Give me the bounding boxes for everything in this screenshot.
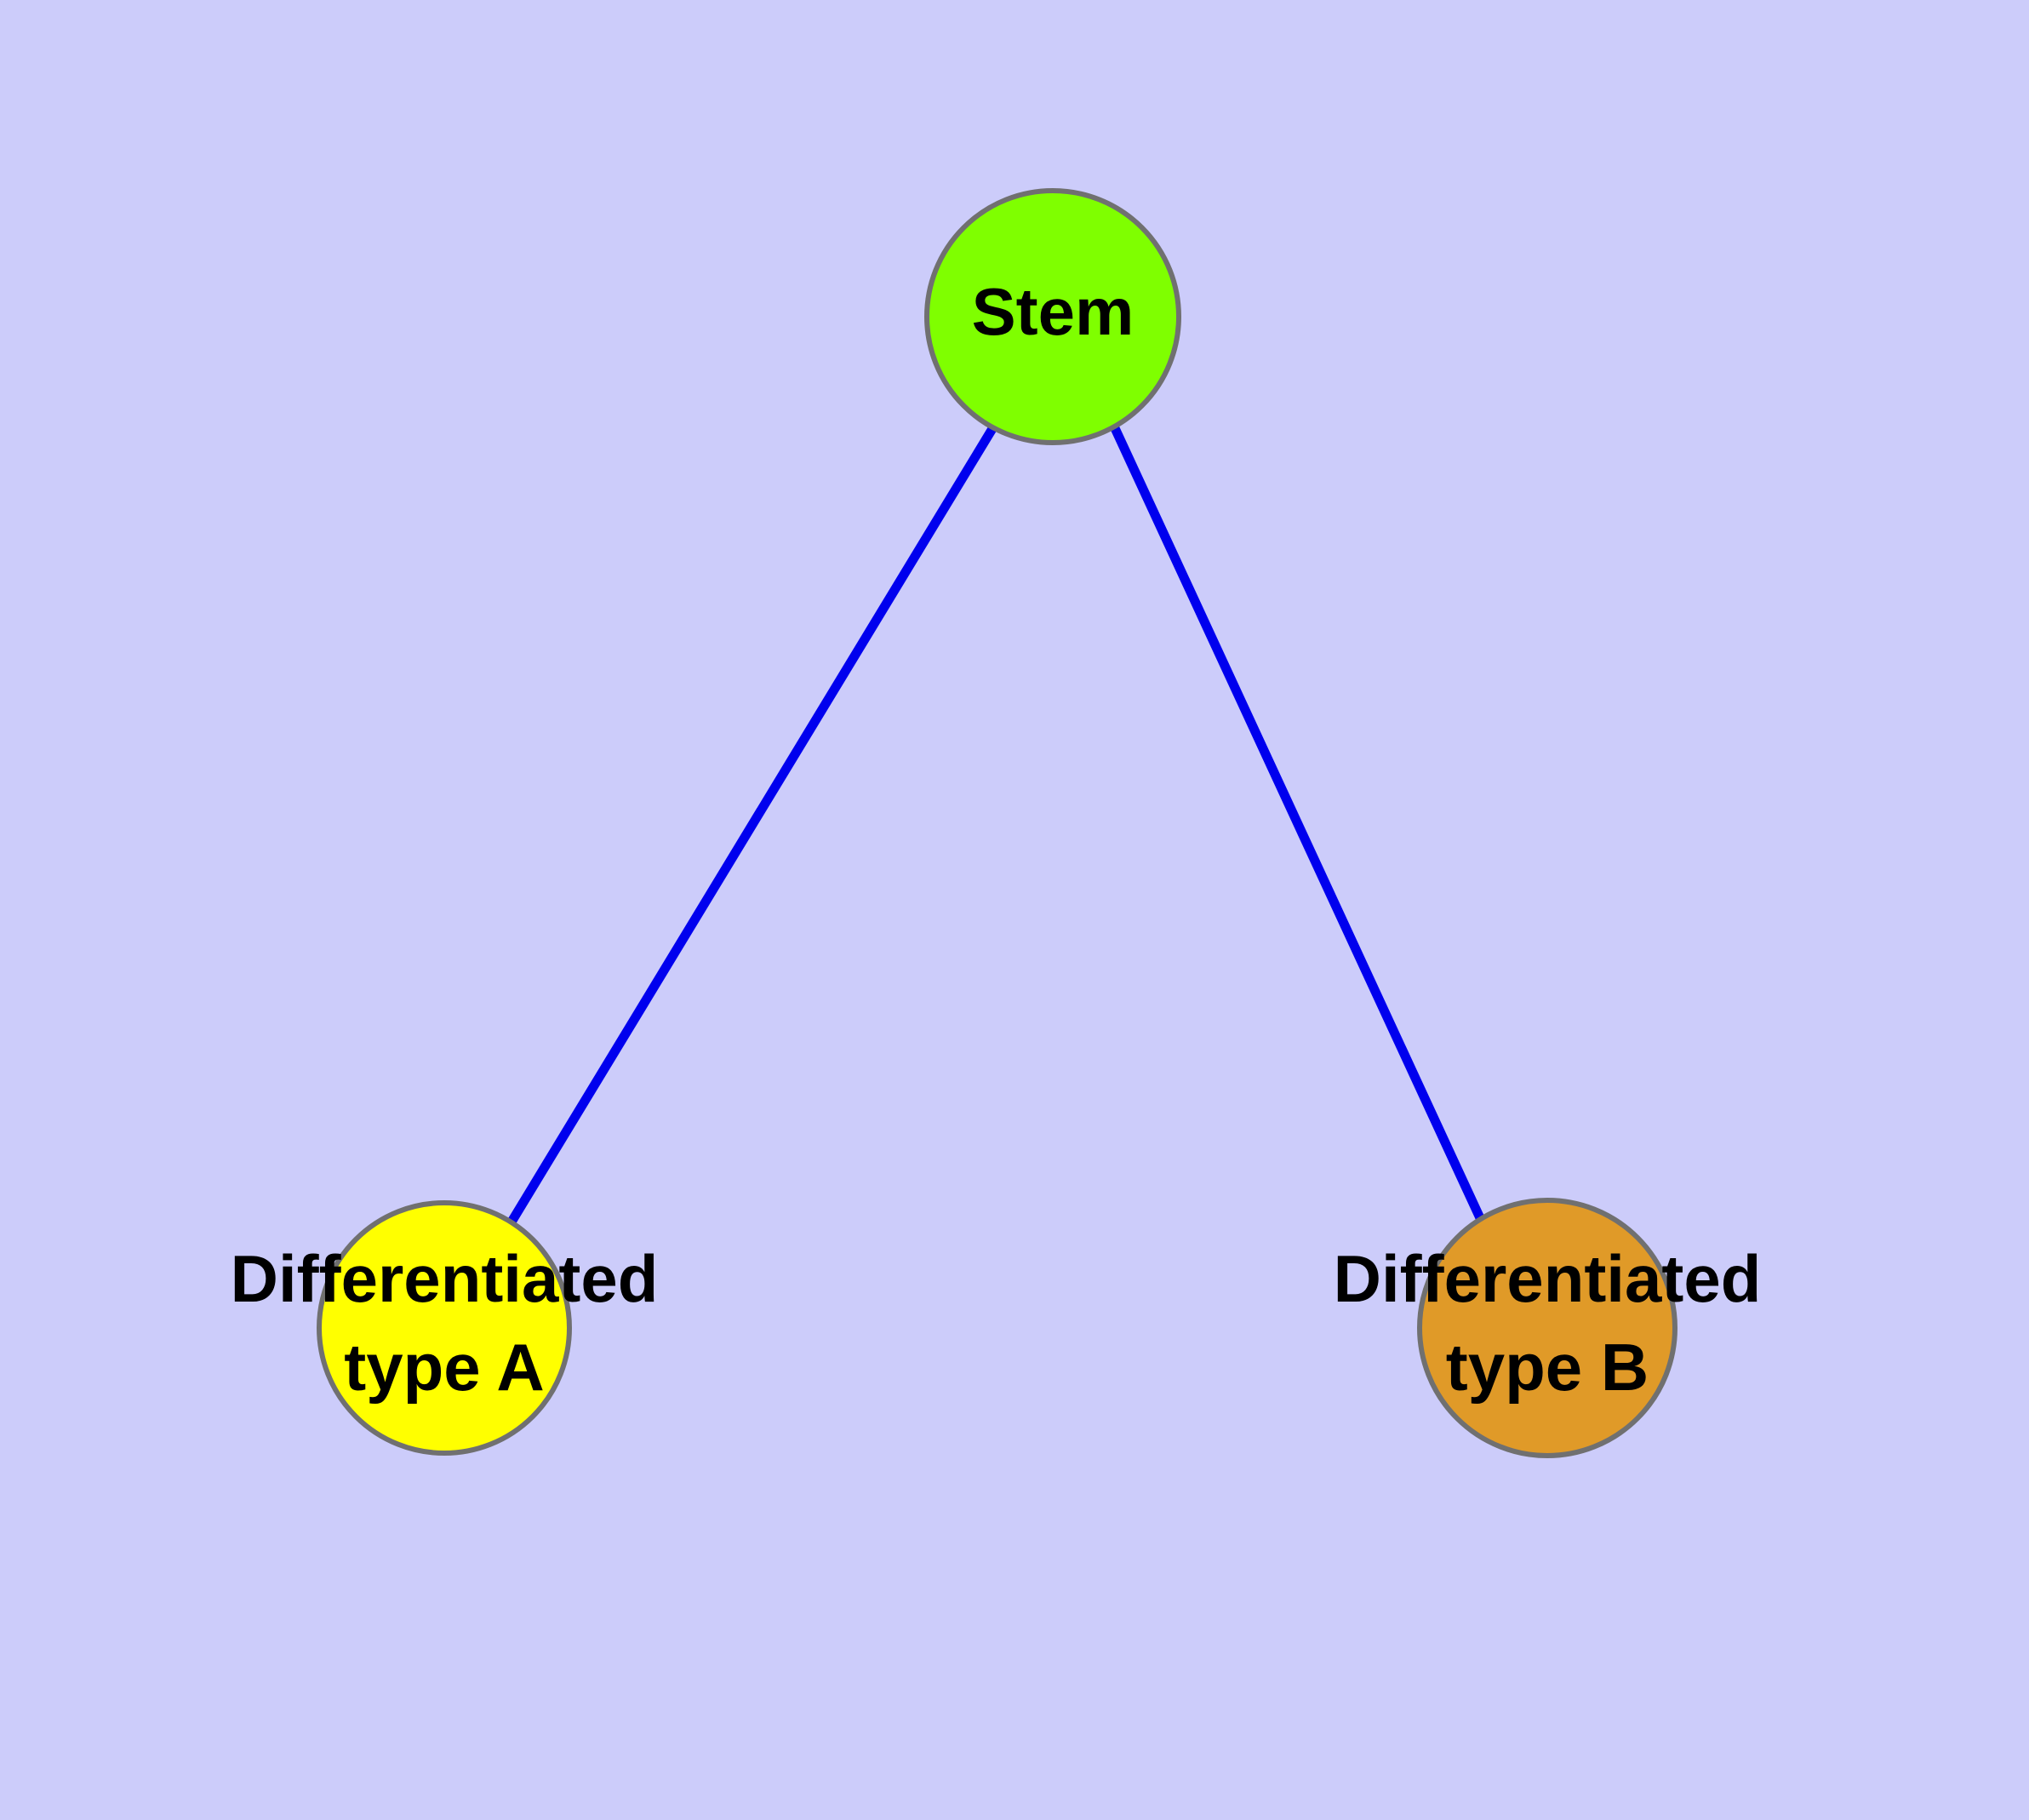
node-label-stem: Stem [972,274,1135,349]
node-stem[interactable] [924,188,1181,445]
node-label-line: type B [1446,1330,1649,1405]
edges-layer [506,425,1485,1226]
nodes-layer [317,188,1677,1458]
node-label-line: Differentiated [1334,1241,1762,1316]
node-diff_a[interactable] [317,1200,572,1456]
node-label-line: Differentiated [231,1241,659,1316]
edge-stem-to-diff_b[interactable] [1111,426,1485,1222]
node-label-line: Stem [972,274,1135,349]
node-label-diff_a: Differentiated type A [231,1241,659,1405]
edge-stem-to-diff_a[interactable] [506,425,997,1226]
node-label-diff_b: Differentiated type B [1334,1241,1762,1405]
node-label-line: type A [344,1330,545,1405]
node-diff_b[interactable] [1417,1198,1677,1458]
